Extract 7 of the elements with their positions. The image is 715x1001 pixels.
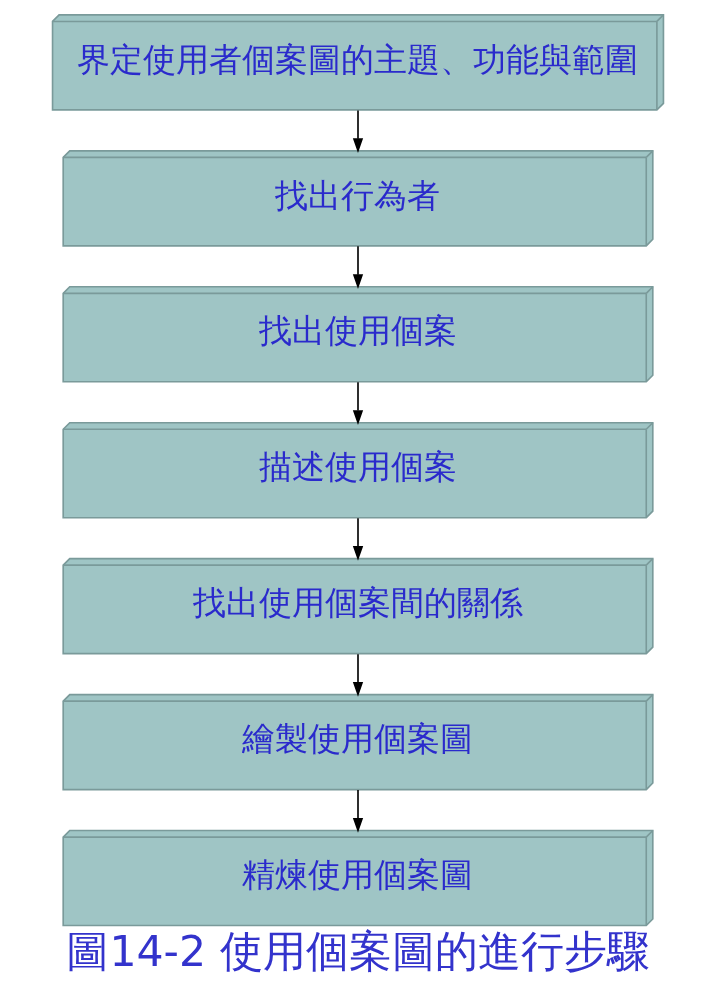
- arrow: [352, 517, 363, 561]
- arrow: [352, 789, 363, 833]
- arrow: [352, 653, 363, 697]
- arrow: [352, 245, 363, 289]
- arrow: [352, 109, 363, 154]
- arrow: [352, 381, 363, 425]
- caption: 圖14-2 使用個案圖的進行步驟: [65, 926, 650, 977]
